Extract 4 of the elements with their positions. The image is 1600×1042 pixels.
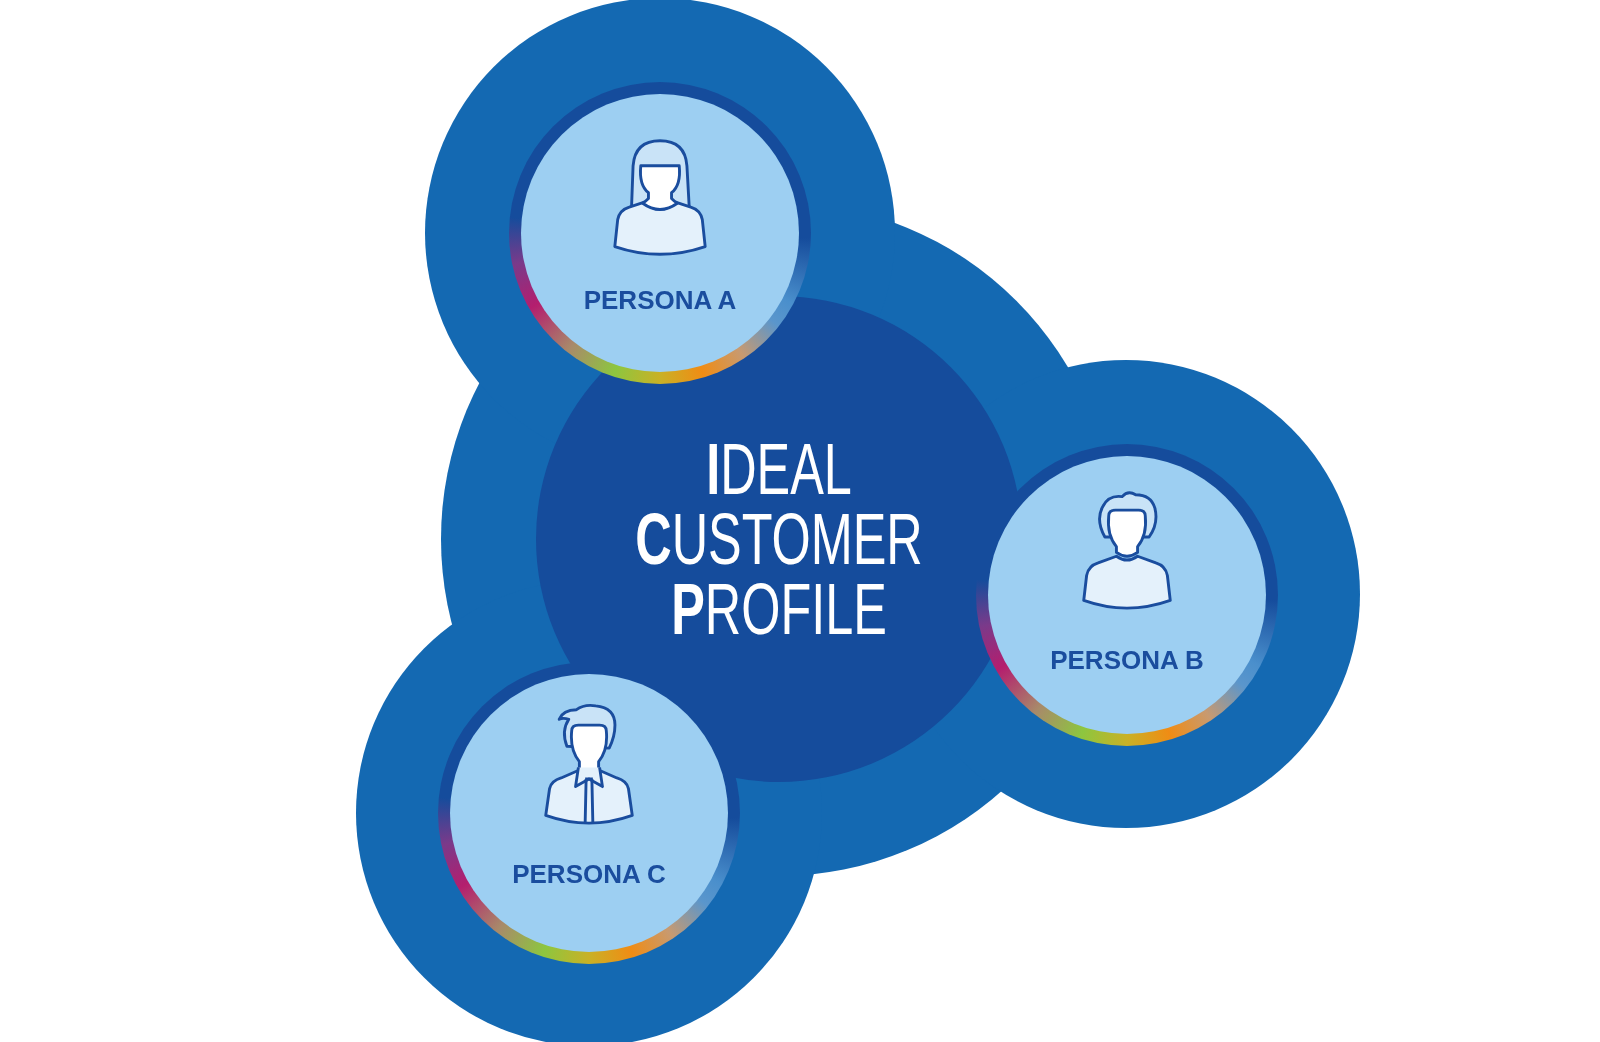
persona-label: PERSONA C <box>512 860 666 888</box>
persona-label: PERSONA A <box>583 286 737 314</box>
persona-label: PERSONA B <box>1050 646 1204 674</box>
profile-title: IDEAL CUSTOMER PROFILE <box>634 434 924 644</box>
